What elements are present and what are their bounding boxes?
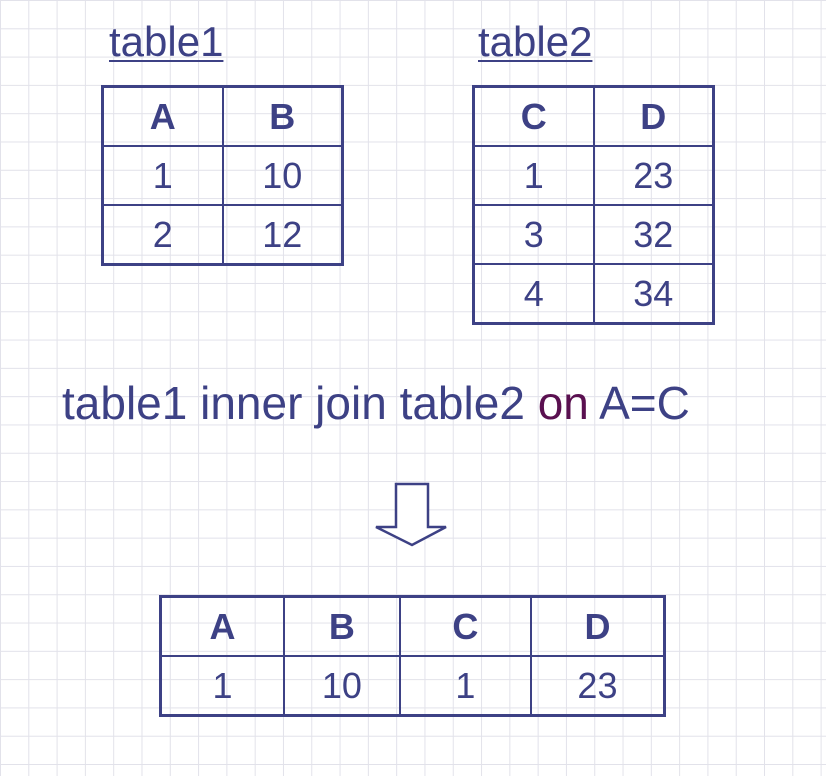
query-keyword: on xyxy=(537,377,589,429)
table-header-cell: D xyxy=(592,85,715,147)
query-condition: A=C xyxy=(599,377,690,429)
table-row: 1 23 xyxy=(472,145,715,206)
join-query: table1 inner join table2 on A=C xyxy=(62,376,690,430)
down-arrow-icon xyxy=(375,482,447,547)
table-row: 4 34 xyxy=(472,263,715,325)
table-header-cell: D xyxy=(529,595,666,657)
table-cell: 1 xyxy=(159,655,285,717)
table-cell: 1 xyxy=(472,145,595,206)
table-cell: 23 xyxy=(592,145,715,206)
table-cell: 10 xyxy=(282,655,401,717)
table-cell: 1 xyxy=(398,655,532,717)
table2: C D 1 23 3 32 4 34 xyxy=(472,85,715,325)
table-cell: 1 xyxy=(101,145,224,206)
table-header-cell: C xyxy=(472,85,595,147)
table-cell: 4 xyxy=(472,263,595,325)
table-header-cell: A xyxy=(101,85,224,147)
table-row: 1 10 1 23 xyxy=(159,655,666,717)
table-row: 2 12 xyxy=(101,204,344,266)
table-cell: 23 xyxy=(529,655,666,717)
table-cell: 34 xyxy=(592,263,715,325)
table1-title: table1 xyxy=(109,18,224,65)
table1: A B 1 10 2 12 xyxy=(101,85,344,266)
table-cell: 3 xyxy=(472,204,595,265)
table-row: 1 10 xyxy=(101,145,344,206)
table-header-cell: B xyxy=(282,595,401,657)
table-cell: 2 xyxy=(101,204,224,266)
table-header-row: A B xyxy=(101,85,344,147)
table-header-cell: B xyxy=(221,85,344,147)
table-row: 3 32 xyxy=(472,204,715,265)
result-table: A B C D 1 10 1 23 xyxy=(159,595,666,717)
table-header-cell: A xyxy=(159,595,285,657)
table-cell: 32 xyxy=(592,204,715,265)
table-cell: 12 xyxy=(221,204,344,266)
table-header-cell: C xyxy=(398,595,532,657)
query-tables: table1 inner join table2 xyxy=(62,377,525,429)
table-header-row: A B C D xyxy=(159,595,666,657)
table-header-row: C D xyxy=(472,85,715,147)
table-cell: 10 xyxy=(221,145,344,206)
table2-title: table2 xyxy=(478,18,593,65)
